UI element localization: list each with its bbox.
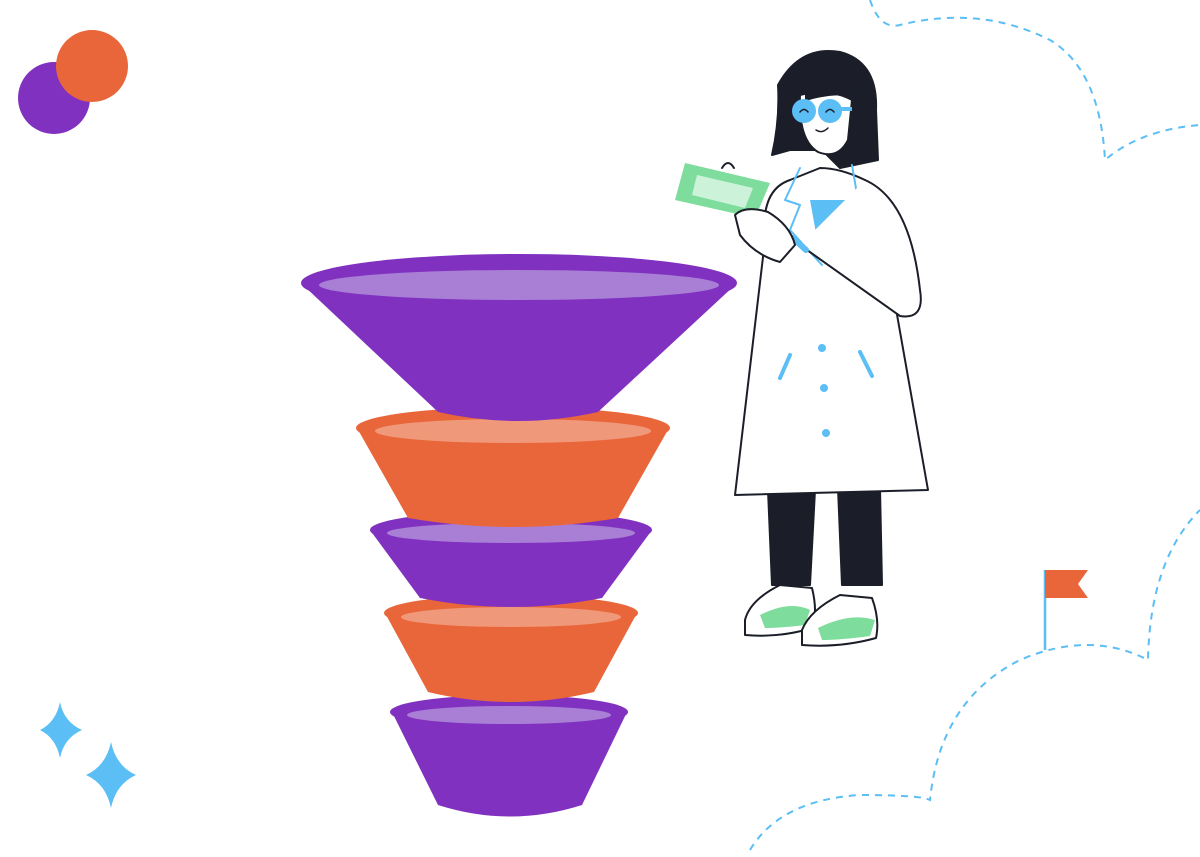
scientist (675, 50, 929, 647)
dashed-clouds (749, 0, 1200, 851)
funnel-layer-2 (356, 407, 670, 527)
decorative-circles (18, 30, 128, 134)
funnel (301, 254, 737, 817)
sparkle-icon (40, 702, 136, 808)
flag-icon (1043, 570, 1088, 650)
tablet (675, 163, 770, 218)
funnel-layer-5 (390, 695, 628, 817)
funnel-layer-4 (384, 595, 638, 702)
glasses (792, 99, 852, 123)
funnel-layer-1 (301, 254, 737, 421)
